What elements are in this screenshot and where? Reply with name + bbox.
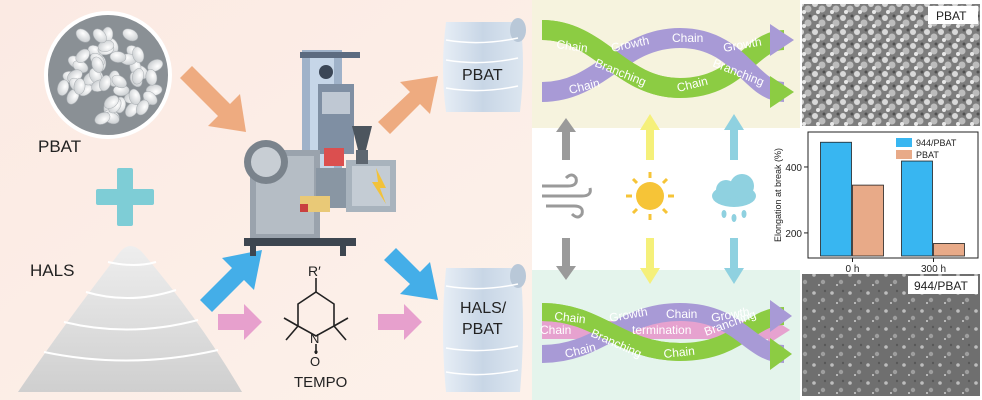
- y-tick-label: 400: [785, 163, 802, 174]
- rain-cloud-icon: [712, 174, 756, 222]
- pbat-film-label: PBAT: [462, 67, 503, 84]
- bottom-word-growth-2: Growth: [710, 304, 751, 325]
- pbat-input-label: PBAT: [38, 137, 81, 156]
- sem-top-label: PBAT: [936, 9, 967, 23]
- sem-image-pbat: [802, 4, 980, 126]
- legend-label: 944/PBAT: [916, 138, 957, 148]
- tempo-substituent-label: R′: [308, 263, 321, 279]
- plus-icon: [96, 168, 154, 226]
- bottom-degradation-ribbons: [541, 300, 792, 370]
- bar: [901, 160, 933, 257]
- bottom-word-termination: termination: [632, 323, 691, 337]
- top-word-chain-1: Chain: [556, 37, 589, 55]
- sun-down-arrow: [640, 238, 660, 284]
- x-tick-label: 0 h: [846, 264, 860, 275]
- sem-top-label-bg: [928, 6, 978, 24]
- legend-label: PBAT: [916, 150, 939, 160]
- rain-up-arrow: [724, 114, 744, 160]
- tempo-nitrogen-label: N: [310, 331, 319, 346]
- wind-up-arrow: [556, 118, 576, 160]
- sem-image-944-pbat: [802, 274, 980, 396]
- pink-arrow-to-tempo: [218, 304, 262, 340]
- sem-bottom-label-bg: [908, 276, 978, 294]
- orange-arrow-to-pbat-film: [378, 76, 438, 134]
- legend-swatch: [896, 138, 912, 147]
- legend-swatch: [896, 150, 912, 159]
- pbat-pellets-image: [44, 11, 172, 139]
- top-degradation-ribbons: [541, 20, 794, 108]
- top-word-growth-2: Growth: [722, 34, 763, 55]
- bottom-word-chain-pink: Chain: [540, 323, 571, 337]
- sem-bottom-label: 944/PBAT: [914, 279, 968, 293]
- bottom-word-chain-2: Chain: [666, 307, 697, 321]
- bar: [852, 184, 884, 257]
- film-blowing-extruder-machine: [244, 50, 396, 256]
- bottom-word-chain-4: Chain: [663, 344, 696, 361]
- tempo-oxygen-label: O: [310, 354, 320, 369]
- sun-up-arrow: [640, 114, 660, 160]
- orange-arrow-to-extruder: [180, 66, 246, 132]
- tempo-label: TEMPO: [294, 374, 347, 391]
- hals-pbat-film-label-line2: PBAT: [462, 321, 503, 338]
- pink-arrow-from-tempo: [378, 304, 422, 340]
- wind-icon: [542, 173, 592, 219]
- top-word-chain-2: Chain: [672, 31, 703, 45]
- pbat-film-roll-image: [443, 18, 526, 112]
- x-tick-label: 300 h: [921, 264, 946, 275]
- tempo-chemical-structure: [283, 278, 349, 354]
- blue-arrow-to-hals-pbat-film: [384, 248, 438, 300]
- bar: [820, 141, 852, 257]
- bottom-word-chain-1: Chain: [554, 309, 587, 326]
- y-tick-label: 200: [785, 229, 802, 240]
- hals-pbat-film-label-line1: HALS/: [460, 300, 507, 317]
- hals-powder-pile-image: [18, 246, 242, 392]
- blue-arrow-from-hals: [200, 250, 262, 312]
- top-right-panel-background: [532, 0, 800, 128]
- tempo-radical-dot: [314, 350, 318, 354]
- wind-down-arrow: [556, 238, 576, 280]
- bottom-word-growth-1: Growth: [608, 304, 649, 325]
- hals-pbat-film-roll-image: [443, 264, 526, 392]
- sun-icon: [626, 172, 674, 220]
- hals-input-label: HALS: [30, 261, 74, 280]
- middle-right-panel-background: [532, 128, 800, 270]
- rain-down-arrow: [724, 238, 744, 284]
- bar: [933, 243, 965, 257]
- y-axis-label: Elongation at break (%): [773, 148, 783, 242]
